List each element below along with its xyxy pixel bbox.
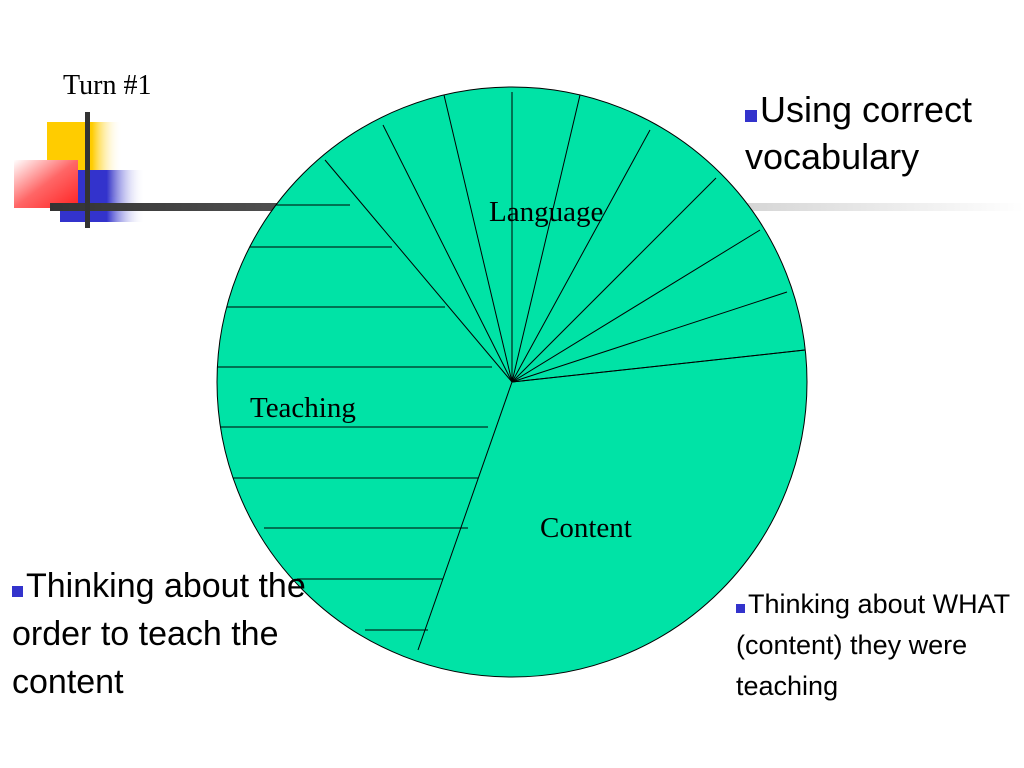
content-boundary-upper <box>511 349 806 383</box>
content-segment-label: Content <box>540 512 632 544</box>
bullet-icon <box>12 586 23 597</box>
content-boundary-lower <box>417 381 513 651</box>
vocabulary-note-text: Using correct vocabulary <box>745 89 973 177</box>
bullet-icon <box>745 110 757 122</box>
turn-label: Turn #1 <box>63 70 152 101</box>
content-note-text: Thinking about WHAT (content) they were … <box>736 589 1010 701</box>
order-note: Thinking about the order to teach the co… <box>12 562 332 706</box>
order-note-text: Thinking about the order to teach the co… <box>12 567 306 701</box>
vocabulary-note: Using correct vocabulary <box>745 86 1015 180</box>
language-segment-label: Language <box>489 196 604 228</box>
content-note: Thinking about WHAT (content) they were … <box>736 584 1024 707</box>
deco-vertical-bar <box>85 112 90 228</box>
bullet-icon <box>736 604 745 613</box>
teaching-segment-label: Teaching <box>250 392 356 424</box>
deco-red-square <box>14 160 78 208</box>
